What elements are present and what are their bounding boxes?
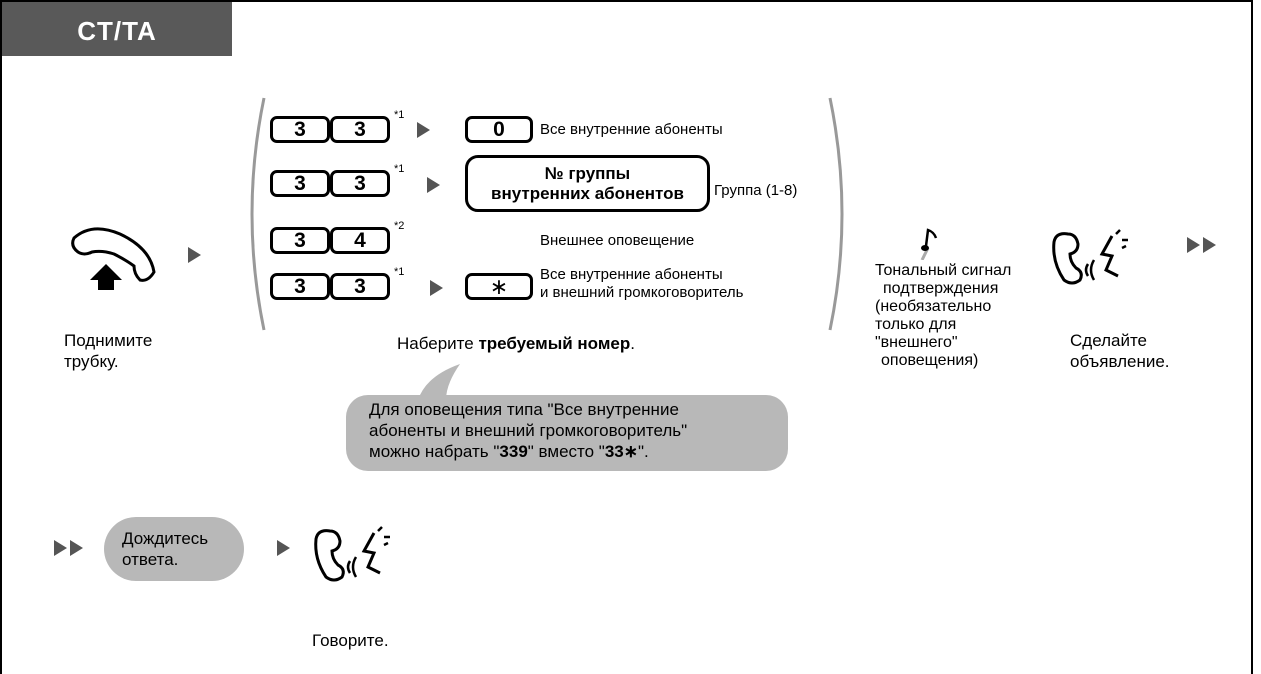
footnote-mark: *1	[394, 266, 405, 278]
tone-line3: (необязательно	[875, 298, 992, 315]
mode-tab: CT/TA	[2, 2, 232, 56]
option-description: Все внутренние абоненты и внешний громко…	[540, 266, 743, 302]
dial-suffix: .	[630, 334, 635, 353]
tip-line3: можно набрать "339" вместо "33∗".	[369, 441, 687, 462]
tip-line3-mid: " вместо "	[527, 442, 605, 461]
confirmation-tone-caption: Тональный сигнал подтверждения (необязат…	[875, 262, 1011, 370]
tip-line3-suffix: ".	[638, 442, 649, 461]
right-parenthesis	[828, 97, 844, 331]
tip-line2: абоненты и внешний громкоговоритель"	[369, 421, 688, 440]
lift-handset-line1: Поднимите	[64, 331, 153, 350]
arrow-icon	[1187, 237, 1200, 253]
arrow-icon	[417, 122, 430, 138]
wait-answer-line1: Дождитесь	[122, 529, 209, 548]
tip-text: Для оповещения типа "Все внутренние абон…	[369, 399, 687, 462]
speaking-handset-icon	[1052, 229, 1128, 285]
tip-code-33star: 33∗	[604, 442, 638, 461]
key-star: ∗	[465, 273, 533, 300]
arrow-icon	[1203, 237, 1216, 253]
tip-line3-prefix: можно набрать "	[369, 442, 500, 461]
key-3: 3	[330, 170, 390, 197]
announce-line1: Сделайте	[1070, 331, 1148, 350]
key-4: 4	[330, 227, 390, 254]
key-3: 3	[270, 273, 330, 300]
wait-answer-bubble	[104, 517, 244, 581]
option-description: Все внутренние абоненты	[540, 121, 723, 138]
tone-line6: оповещения)	[881, 352, 979, 369]
talk-caption: Говорите.	[312, 631, 389, 650]
tip-bubble	[346, 395, 788, 471]
arrow-icon	[188, 247, 201, 263]
tone-line4: только для	[875, 316, 957, 333]
wait-answer-line2: ответа.	[122, 550, 179, 569]
arrow-icon	[277, 540, 290, 556]
lift-handset-line2: трубку.	[64, 352, 119, 371]
tip-bubble-tail	[418, 364, 460, 400]
group-number-key-line2: внутренних абонентов	[491, 184, 684, 203]
key-3: 3	[270, 116, 330, 143]
tip-code-339: 339	[499, 442, 528, 461]
tone-line5: "внешнего"	[875, 334, 958, 351]
arrow-icon	[427, 177, 440, 193]
left-parenthesis	[250, 97, 266, 331]
mode-tab-label: CT/TA	[77, 16, 157, 46]
option-description-line1: Все внутренние абоненты	[540, 266, 723, 283]
dial-bold: требуемый номер	[478, 334, 631, 353]
key-0: 0	[465, 116, 533, 143]
option-description-line2: и внешний громкоговоритель	[540, 284, 744, 301]
option-description: Группа (1-8)	[714, 182, 798, 199]
footnote-mark: *1	[394, 109, 405, 121]
wait-answer-text: Дождитесь ответа.	[122, 528, 208, 570]
footnote-mark: *2	[394, 220, 405, 232]
option-description: Внешнее оповещение	[540, 232, 695, 249]
handset-lift-icon	[71, 227, 156, 290]
tip-line1: Для оповещения типа "Все внутренние	[369, 400, 679, 419]
key-3: 3	[270, 170, 330, 197]
key-3: 3	[330, 116, 390, 143]
dial-prefix: Наберите	[397, 334, 479, 353]
key-3: 3	[330, 273, 390, 300]
lift-handset-caption: Поднимите трубку.	[64, 330, 152, 372]
announce-caption: Сделайте объявление.	[1070, 330, 1170, 372]
group-number-key-line1: № группы	[544, 164, 631, 183]
arrow-icon	[54, 540, 67, 556]
group-number-key: № группы внутренних абонентов	[465, 155, 710, 212]
tone-line2: подтверждения	[883, 280, 999, 297]
key-3: 3	[270, 227, 330, 254]
footnote-mark: *1	[394, 163, 405, 175]
arrow-icon	[70, 540, 83, 556]
dial-caption: Наберите требуемый номер.	[397, 333, 635, 354]
tone-line1: Тональный сигнал	[875, 262, 1012, 279]
musical-note-icon	[920, 228, 938, 260]
speaking-handset-icon	[314, 526, 390, 582]
arrow-icon	[430, 280, 443, 296]
announce-line2: объявление.	[1070, 352, 1170, 371]
